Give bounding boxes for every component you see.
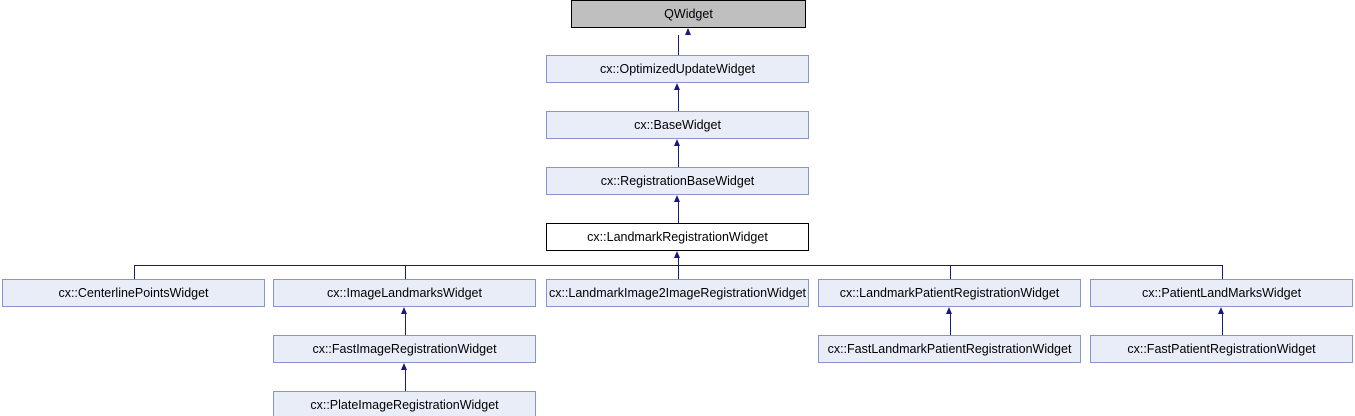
arrowhead-base — [674, 83, 680, 90]
edge-stem-landmarkregistration — [678, 258, 679, 265]
class-node-fastlandmarkpatientregistration[interactable]: cx::FastLandmarkPatientRegistrationWidge… — [818, 335, 1081, 363]
class-node-centerlinepoints[interactable]: cx::CenterlinePointsWidget — [2, 279, 265, 307]
class-node-registrationbase[interactable]: cx::RegistrationBaseWidget — [546, 167, 809, 195]
edge-landmarkimage2image — [678, 265, 679, 279]
arrowhead-landmarkregistration — [674, 195, 680, 202]
arrowhead-optimizedupdate — [685, 28, 691, 35]
class-node-imagelandmarks[interactable]: cx::ImageLandmarksWidget — [273, 279, 536, 307]
edge-fastlandmarkpatientregistration — [950, 314, 951, 335]
class-node-optimizedupdate[interactable]: cx::OptimizedUpdateWidget — [546, 55, 809, 83]
class-node-landmarkregistration[interactable]: cx::LandmarkRegistrationWidget — [546, 223, 809, 251]
class-node-fastpatientregistration[interactable]: cx::FastPatientRegistrationWidget — [1090, 335, 1353, 363]
arrowhead-fastpatientregistration — [1218, 307, 1224, 314]
class-node-landmarkpatientregistration[interactable]: cx::LandmarkPatientRegistrationWidget — [818, 279, 1081, 307]
class-node-landmarkimage2image[interactable]: cx::LandmarkImage2ImageRegistrationWidge… — [546, 279, 809, 307]
class-node-patientlandmarks[interactable]: cx::PatientLandMarksWidget — [1090, 279, 1353, 307]
edge-base — [678, 90, 679, 111]
edge-plateimageregistration — [405, 370, 406, 391]
edge-fastpatientregistration — [1222, 314, 1223, 335]
class-node-plateimageregistration[interactable]: cx::PlateImageRegistrationWidget — [273, 391, 536, 416]
edge-fastimageregistration — [405, 314, 406, 335]
class-node-qwidget[interactable]: QWidget — [571, 0, 806, 28]
arrowhead-fastlandmarkpatientregistration — [946, 307, 952, 314]
edge-landmarkregistration — [678, 202, 679, 223]
class-node-fastimageregistration[interactable]: cx::FastImageRegistrationWidget — [273, 335, 536, 363]
edge-patientlandmarks — [1222, 265, 1223, 279]
edge-registrationbase — [678, 146, 679, 167]
class-node-base[interactable]: cx::BaseWidget — [546, 111, 809, 139]
edge-centerlinepoints — [134, 265, 135, 279]
arrowhead-bus-landmarkregistration — [674, 251, 680, 258]
edge-imagelandmarks — [405, 265, 406, 279]
arrowhead-registrationbase — [674, 139, 680, 146]
edge-optimizedupdate — [678, 35, 679, 55]
arrowhead-fastimageregistration — [401, 307, 407, 314]
edge-landmarkpatientregistration — [950, 265, 951, 279]
arrowhead-plateimageregistration — [401, 363, 407, 370]
